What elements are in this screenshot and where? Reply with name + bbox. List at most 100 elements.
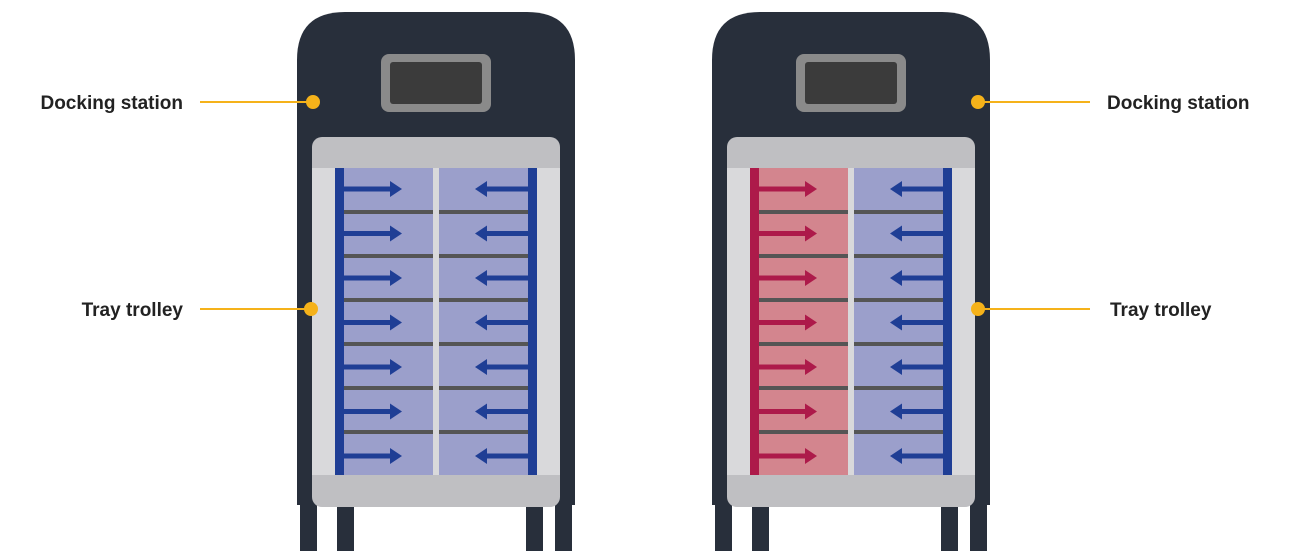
shelf-right bbox=[439, 254, 529, 258]
arrow-head bbox=[390, 359, 402, 375]
wheel-leg bbox=[337, 505, 354, 551]
airflow-arrow bbox=[890, 270, 943, 286]
airflow-arrow bbox=[890, 403, 943, 420]
arrow-head bbox=[390, 181, 402, 197]
airflow-arrow bbox=[344, 314, 402, 331]
airflow-arrow bbox=[475, 270, 528, 286]
docking-station-label-right: Docking station bbox=[1107, 93, 1250, 114]
arrow-head bbox=[805, 181, 817, 197]
air-duct-right bbox=[943, 168, 952, 475]
air-duct-left bbox=[335, 168, 344, 475]
airflow-arrow bbox=[759, 359, 817, 375]
shelf-right bbox=[439, 430, 529, 434]
shelf-right bbox=[854, 254, 944, 258]
callout-dot bbox=[971, 95, 985, 109]
shelf-right bbox=[439, 210, 529, 214]
units-group bbox=[297, 12, 990, 551]
arrow-head bbox=[390, 403, 402, 420]
airflow-arrow bbox=[759, 181, 817, 197]
airflow-arrow bbox=[475, 314, 528, 331]
airflow-arrow bbox=[759, 448, 817, 464]
arrow-head bbox=[390, 225, 402, 242]
airflow-arrow bbox=[890, 314, 943, 331]
arrow-head bbox=[890, 181, 902, 197]
callout-tray-trolley-left: Tray trolley bbox=[82, 300, 318, 321]
airflow-arrow bbox=[890, 359, 943, 375]
airflow-arrow bbox=[475, 359, 528, 375]
wheel-leg bbox=[715, 505, 732, 551]
shelf-left bbox=[757, 210, 848, 214]
arrow-head bbox=[805, 359, 817, 375]
arrow-head bbox=[475, 225, 487, 242]
display-screen bbox=[805, 62, 897, 104]
arrow-head bbox=[890, 314, 902, 331]
arrow-head bbox=[890, 403, 902, 420]
airflow-arrow bbox=[890, 225, 943, 242]
wheel-leg bbox=[941, 505, 958, 551]
arrow-head bbox=[805, 225, 817, 242]
arrow-head bbox=[890, 359, 902, 375]
arrow-head bbox=[805, 314, 817, 331]
arrow-head bbox=[390, 314, 402, 331]
tray-trolley-label-right: Tray trolley bbox=[1110, 300, 1212, 321]
airflow-arrow bbox=[344, 270, 402, 286]
shelf-left bbox=[757, 254, 848, 258]
arrow-head bbox=[475, 448, 487, 464]
airflow-arrow bbox=[344, 181, 402, 197]
shelf-left bbox=[342, 298, 433, 302]
airflow-arrow bbox=[344, 448, 402, 464]
arrow-head bbox=[390, 448, 402, 464]
docking-station-unit-left bbox=[297, 12, 575, 551]
callout-docking-station-left: Docking station bbox=[40, 93, 320, 114]
airflow-arrow bbox=[759, 225, 817, 242]
arrow-head bbox=[390, 270, 402, 286]
shelf-left bbox=[757, 430, 848, 434]
arrow-head bbox=[805, 270, 817, 286]
callout-docking-station-right: Docking station bbox=[971, 93, 1250, 114]
shelf-left bbox=[342, 210, 433, 214]
arrow-head bbox=[890, 448, 902, 464]
shelf-left bbox=[342, 342, 433, 346]
shelf-right bbox=[854, 210, 944, 214]
airflow-arrow bbox=[890, 181, 943, 197]
shelf-left bbox=[342, 430, 433, 434]
docking-station-label-left: Docking station bbox=[40, 93, 183, 114]
airflow-arrow bbox=[344, 225, 402, 242]
airflow-arrow bbox=[759, 270, 817, 286]
display-screen bbox=[390, 62, 482, 104]
arrow-head bbox=[890, 225, 902, 242]
airflow-arrow bbox=[475, 403, 528, 420]
arrow-head bbox=[890, 270, 902, 286]
shelf-right bbox=[439, 298, 529, 302]
callout-dot bbox=[304, 302, 318, 316]
callout-tray-trolley-right: Tray trolley bbox=[971, 300, 1212, 321]
wheel-leg bbox=[970, 505, 987, 551]
shelf-left bbox=[757, 342, 848, 346]
airflow-arrow bbox=[344, 403, 402, 420]
air-duct-right bbox=[528, 168, 537, 475]
docking-station-unit-right bbox=[712, 12, 990, 551]
arrow-head bbox=[805, 448, 817, 464]
shelf-left bbox=[757, 386, 848, 390]
arrow-head bbox=[805, 403, 817, 420]
shelf-left bbox=[342, 254, 433, 258]
airflow-arrow bbox=[759, 314, 817, 331]
arrow-head bbox=[475, 359, 487, 375]
arrow-head bbox=[475, 314, 487, 331]
callout-dot bbox=[306, 95, 320, 109]
airflow-arrow bbox=[475, 448, 528, 464]
wheel-leg bbox=[300, 505, 317, 551]
shelf-right bbox=[854, 298, 944, 302]
shelf-right bbox=[854, 386, 944, 390]
arrow-head bbox=[475, 270, 487, 286]
airflow-arrow bbox=[890, 448, 943, 464]
shelf-right bbox=[854, 342, 944, 346]
shelf-right bbox=[854, 430, 944, 434]
air-duct-left bbox=[750, 168, 759, 475]
airflow-arrow bbox=[759, 403, 817, 420]
callout-dot bbox=[971, 302, 985, 316]
airflow-arrow bbox=[475, 225, 528, 242]
shelf-right bbox=[439, 342, 529, 346]
arrow-head bbox=[475, 403, 487, 420]
